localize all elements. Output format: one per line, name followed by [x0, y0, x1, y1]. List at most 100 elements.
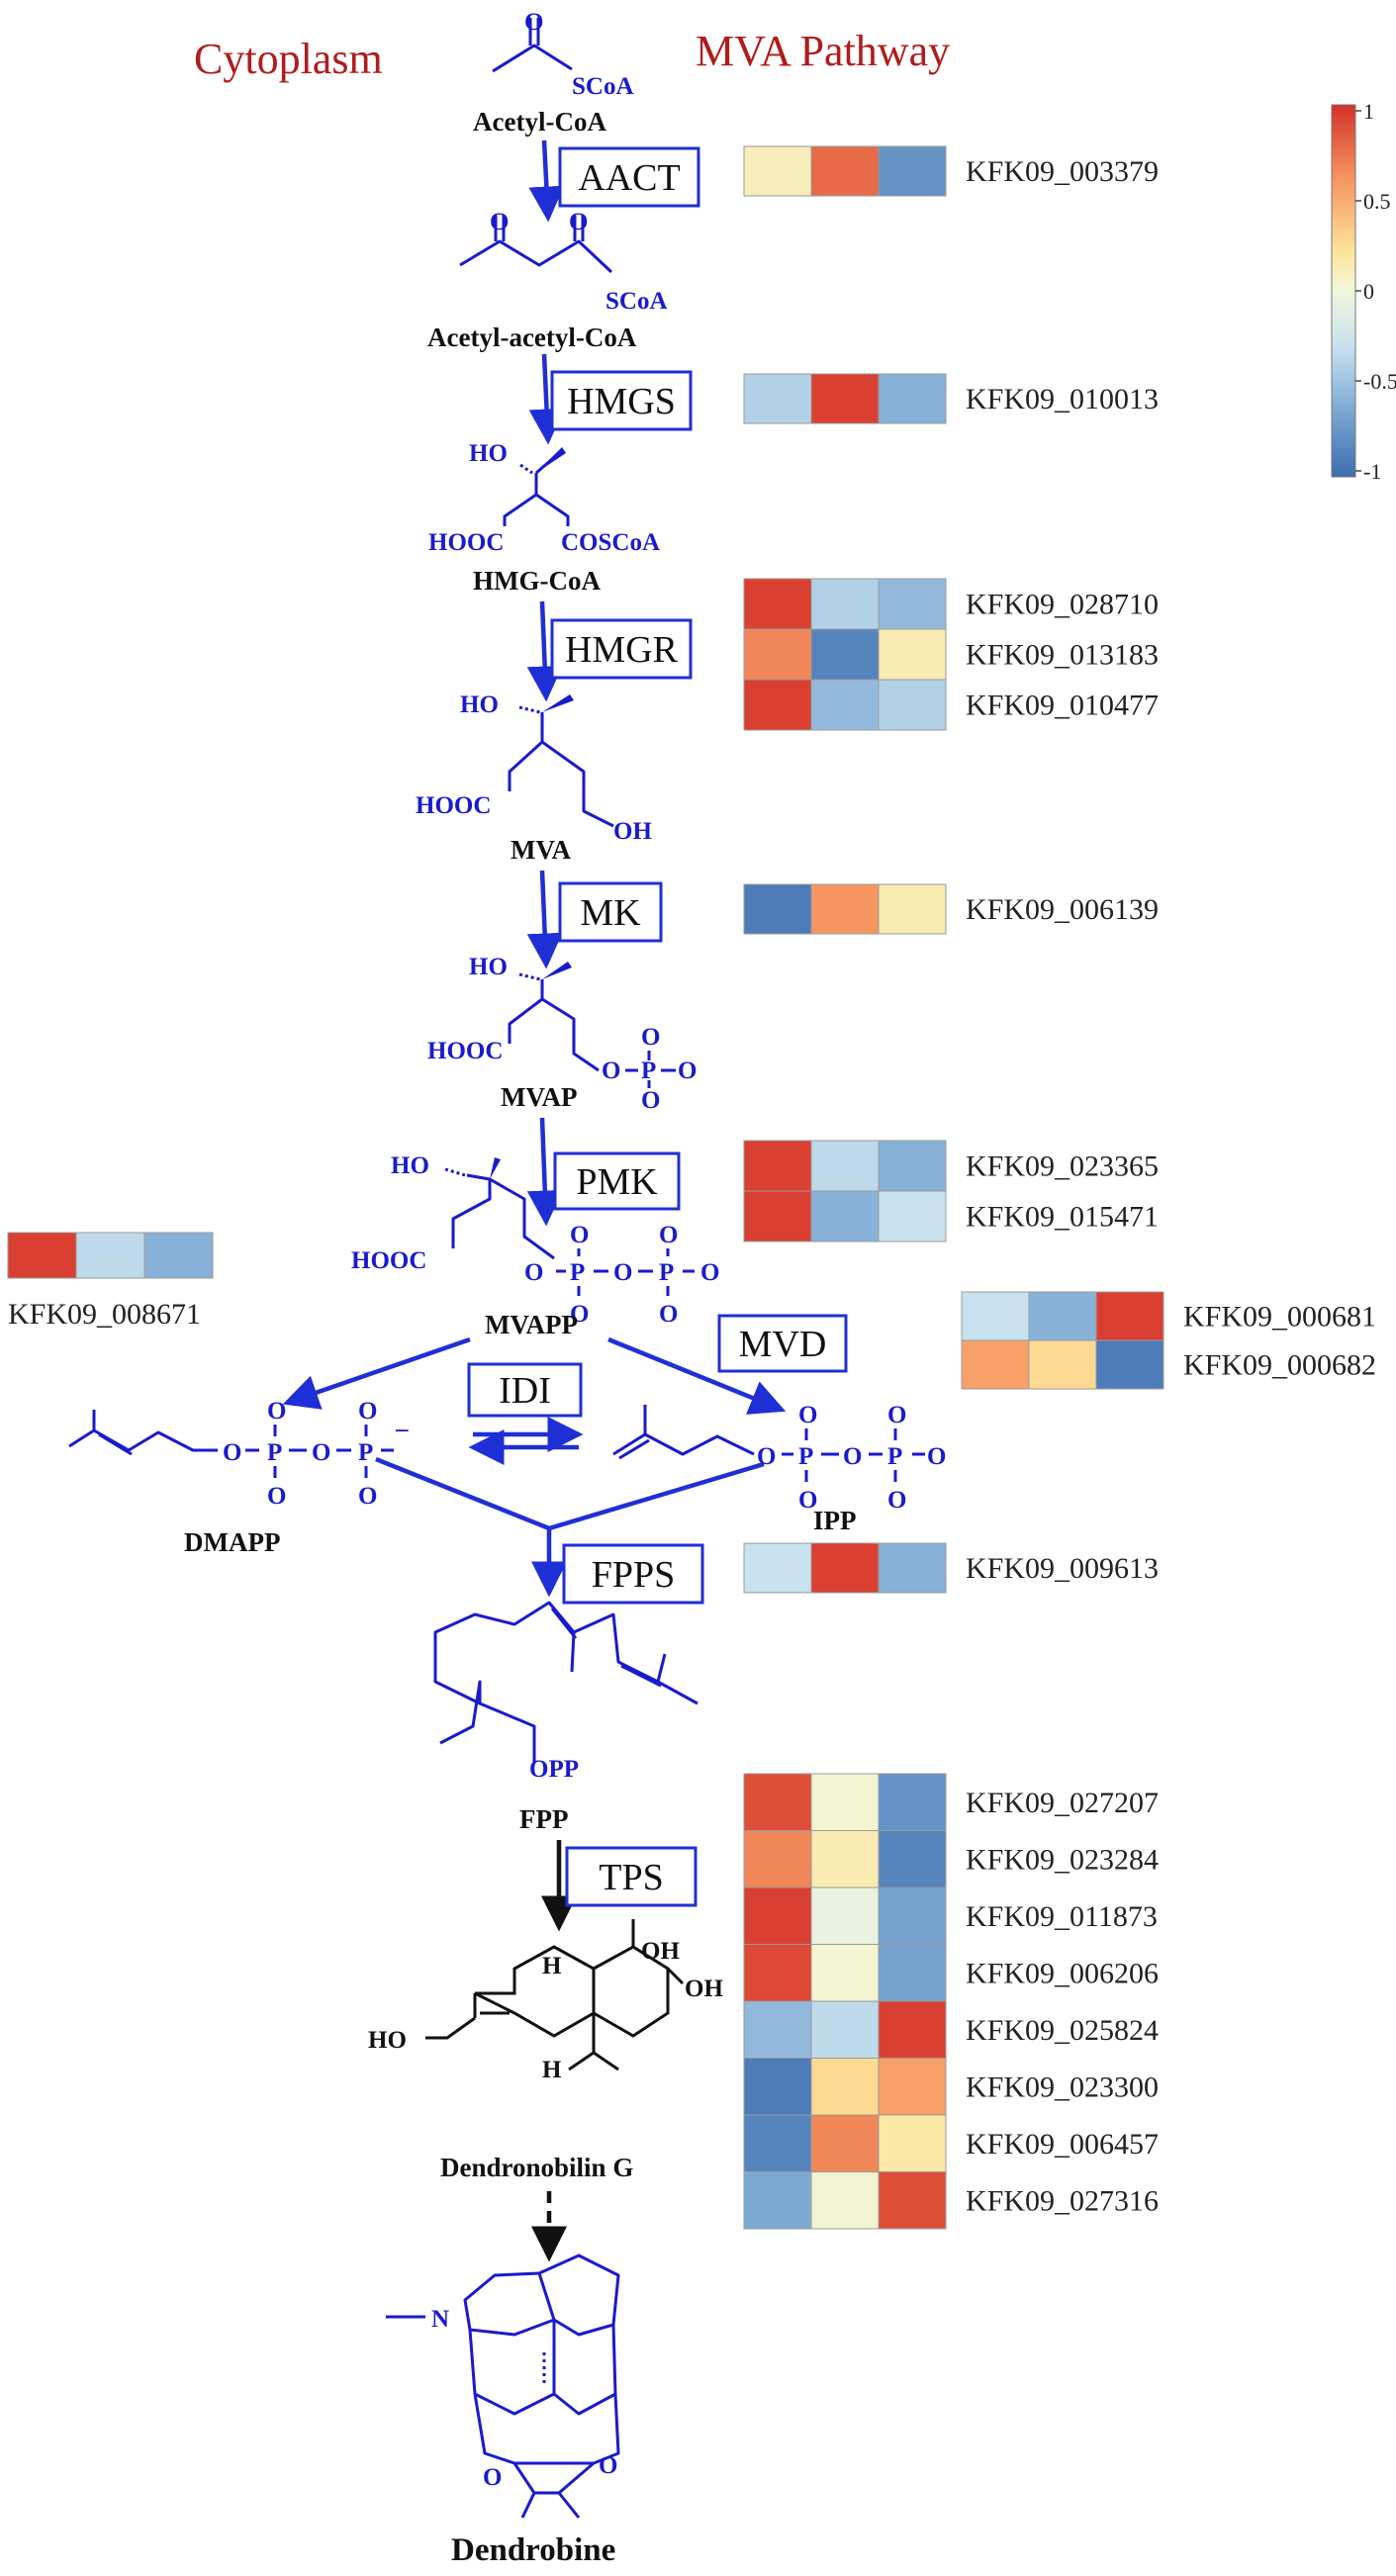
gene-label: KFK09_000682: [1183, 1349, 1376, 1382]
heatmap-cell: [878, 1140, 947, 1192]
atom-o: O: [570, 1301, 589, 1328]
gene-label: KFK09_006206: [966, 1957, 1159, 1989]
mvap-structure: HO HOOC O P O O O: [427, 954, 697, 1114]
atom-o: O: [223, 1439, 241, 1466]
heatmap-cell: [961, 1291, 1030, 1341]
gene-label: KFK09_006457: [966, 2128, 1159, 2161]
heatmap-cell: [743, 679, 812, 731]
heatmap-cell: [810, 2058, 880, 2116]
acetoacetyl-coa-structure: O O SCoA: [459, 209, 668, 315]
heatmap-cell: [743, 1773, 812, 1831]
fpp-structure: OPP: [433, 1601, 698, 1783]
enzyme-label-mk: MK: [580, 892, 641, 934]
enzyme-box-fpps: [562, 1543, 704, 1605]
heatmap-cell: [143, 1232, 214, 1279]
atom-o: O: [659, 1222, 678, 1248]
heatmap-cell: [878, 1830, 947, 1888]
gene-label: KFK09_006139: [966, 893, 1159, 926]
arrow-pmk: [526, 1117, 563, 1227]
arrow-hmgs: [528, 353, 565, 445]
atom-o: O: [524, 1259, 543, 1286]
heatmap-cell: [878, 2114, 947, 2172]
compound-hmg-coa: HMG-CoA: [473, 566, 601, 596]
color-scale-legend: 10.50-0.5-1: [1331, 99, 1396, 484]
expression-heatmap: KFK09_003379KFK09_010013KFK09_028710KFK0…: [7, 145, 1376, 2230]
compound-fpp: FPP: [519, 1804, 568, 1834]
acetyl-coa-structure: O SCoA: [492, 9, 634, 100]
atom-p: P: [570, 1259, 585, 1286]
atom-ho: HO: [460, 691, 499, 718]
atom-h: H: [542, 2057, 562, 2083]
atom-o: O: [599, 2452, 617, 2479]
heatmap-cell: [810, 1773, 880, 1831]
compound-acetoacetyl-coa: Acetyl-acetyl-CoA: [427, 322, 637, 352]
atom-p: P: [798, 1443, 813, 1470]
atom-ho: HO: [469, 440, 508, 467]
atom-o: O: [483, 2464, 502, 2491]
heatmap-cell: [878, 2000, 947, 2059]
atom-o: O: [887, 1487, 906, 1514]
enzyme-box-mvd: [717, 1314, 848, 1373]
heatmap-cell: [743, 2114, 812, 2172]
atom-hooc: HOOC: [416, 792, 491, 819]
enzyme-box-hmgs: [550, 370, 693, 431]
legend-tick-label: 0.5: [1363, 189, 1391, 214]
heatmap-cell: [743, 883, 812, 935]
arrow-to-dmapp: [282, 1336, 471, 1410]
heatmap-cell: [961, 1339, 1030, 1390]
heatmap-cell: [1095, 1291, 1164, 1341]
compound-mva: MVA: [511, 835, 572, 865]
heatmap-cell: [810, 1886, 880, 1945]
heatmap-cell: [810, 1830, 880, 1888]
gene-label: KFK09_013183: [966, 639, 1159, 672]
gene-label: KFK09_025824: [966, 2014, 1159, 2047]
gene-label: KFK09_003379: [966, 155, 1159, 188]
color-scale-bar: [1331, 104, 1356, 478]
enzyme-label-fpps: FPPS: [592, 1554, 676, 1596]
gene-label: KFK09_010477: [966, 690, 1159, 722]
atom-o: O: [798, 1487, 817, 1514]
compound-ipp: IPP: [813, 1506, 857, 1535]
enzyme-box-tps: [565, 1846, 698, 1907]
atom-ho: HO: [469, 954, 508, 980]
arrow-mk: [526, 870, 563, 969]
mvapp-structure: HO HOOC O P O O O P O O O: [351, 1152, 719, 1328]
atom-scoa: SCoA: [605, 288, 668, 315]
compound-mvap: MVAP: [501, 1082, 578, 1112]
arrow-aact: [528, 139, 565, 223]
heatmap-cell: [810, 1190, 880, 1242]
atom-hooc: HOOC: [351, 1247, 426, 1274]
heatmap-cell: [810, 1944, 880, 2002]
atom-o: O: [887, 1402, 906, 1428]
atom-h: H: [542, 1953, 562, 1979]
atom-o: O: [641, 1024, 660, 1051]
heatmap-cell: [743, 1944, 812, 2002]
gene-label: KFK09_023284: [966, 1843, 1159, 1876]
heatmap-cell: [878, 1886, 947, 1945]
heatmap-cell: [878, 1944, 947, 2002]
atom-p: P: [641, 1058, 656, 1084]
atom-p: P: [267, 1439, 282, 1466]
dendrobine-structure: N O O: [386, 2254, 620, 2519]
heatmap-cell: [878, 883, 947, 935]
atom-o: O: [659, 1301, 678, 1328]
heatmap-cell: [878, 2058, 947, 2116]
atom-o: O: [358, 1398, 377, 1425]
compound-dmapp: DMAPP: [184, 1527, 280, 1557]
atom-hooc: HOOC: [427, 1038, 503, 1064]
legend-tick-label: 1: [1363, 99, 1374, 124]
heatmap-cell: [743, 373, 812, 424]
arrow-hmgr: [526, 600, 563, 702]
heatmap-cell: [810, 2114, 880, 2172]
heatmap-cell: [743, 1140, 812, 1192]
atom-o: O: [490, 209, 509, 235]
atom-oh: OH: [613, 818, 652, 845]
heatmap-cell: [810, 2000, 880, 2059]
header-mva-pathway: MVA Pathway: [696, 27, 950, 75]
heatmap-cell: [810, 2171, 880, 2230]
atom-n: N: [431, 2306, 449, 2333]
gene-label: KFK09_015471: [966, 1201, 1159, 1234]
gene-label: KFK09_023365: [966, 1150, 1159, 1183]
enzyme-label-hmgr: HMGR: [565, 629, 679, 671]
